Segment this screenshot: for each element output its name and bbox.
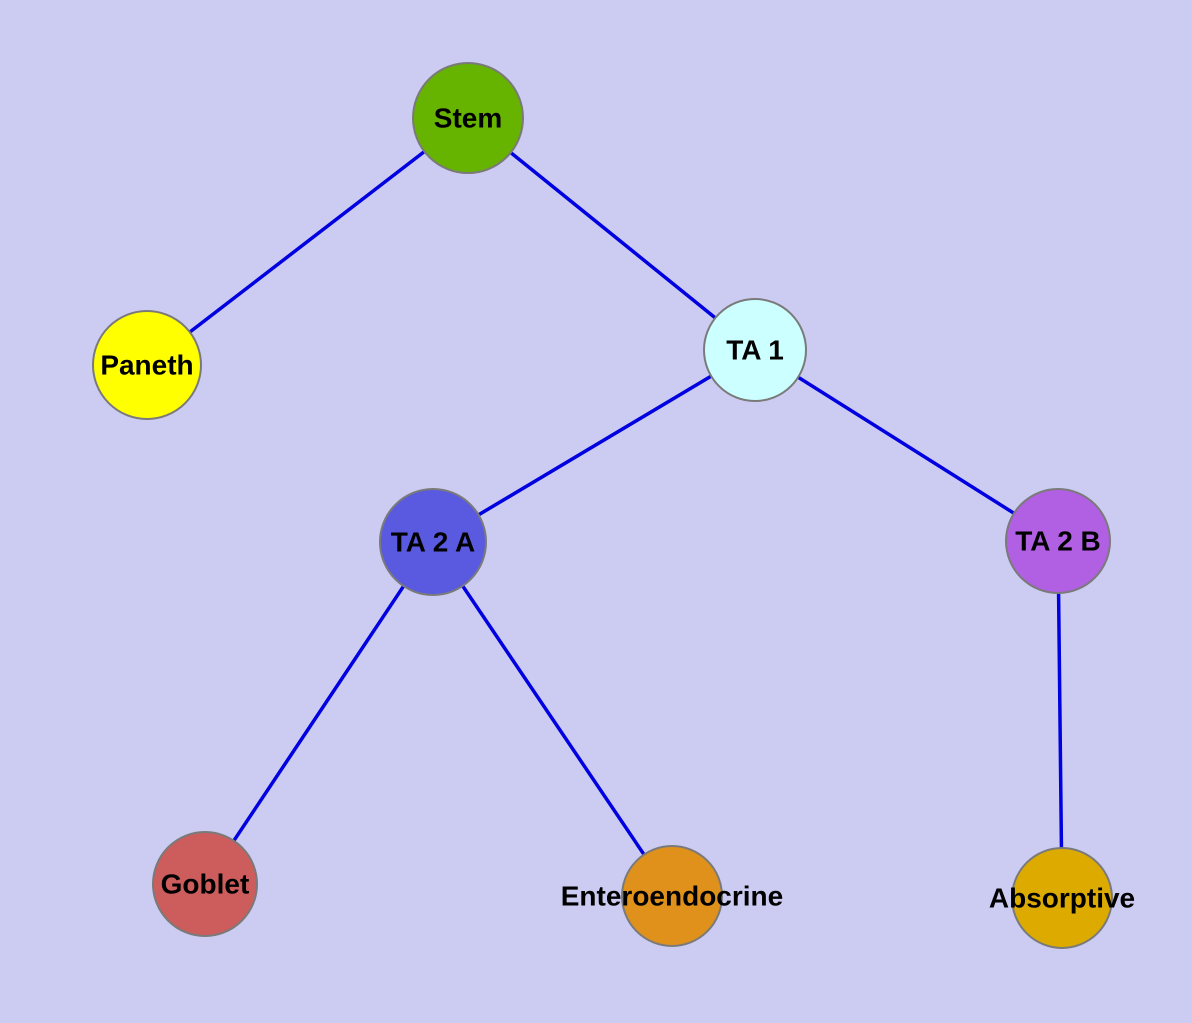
edge-ta1-ta2b (754, 348, 1059, 543)
node-circle-ta1 (703, 298, 807, 402)
edge-ta2a-enteroendocrine (431, 541, 674, 897)
node-goblet: Goblet (152, 831, 258, 937)
node-absorptive: Absorptive (989, 847, 1135, 949)
node-circle-absorptive (1011, 847, 1113, 949)
edge-stem-paneth (145, 116, 470, 367)
edge-stem-ta1 (466, 116, 757, 352)
node-circle-goblet (152, 831, 258, 937)
node-stem: Stem (412, 62, 524, 174)
edge-ta2b-absorptive (1056, 540, 1064, 899)
node-enteroendocrine: Enteroendocrine (561, 845, 783, 947)
edge-ta1-ta2a (432, 348, 756, 544)
edges-layer (145, 116, 1064, 899)
edge-ta2a-goblet (203, 541, 435, 885)
node-circle-enteroendocrine (621, 845, 723, 947)
node-ta2b: TA 2 B (1005, 488, 1111, 594)
node-circle-ta2a (379, 488, 487, 596)
node-paneth: Paneth (92, 310, 202, 420)
node-ta1: TA 1 (703, 298, 807, 402)
node-circle-paneth (92, 310, 202, 420)
node-ta2a: TA 2 A (379, 488, 487, 596)
node-circle-stem (412, 62, 524, 174)
node-circle-ta2b (1005, 488, 1111, 594)
